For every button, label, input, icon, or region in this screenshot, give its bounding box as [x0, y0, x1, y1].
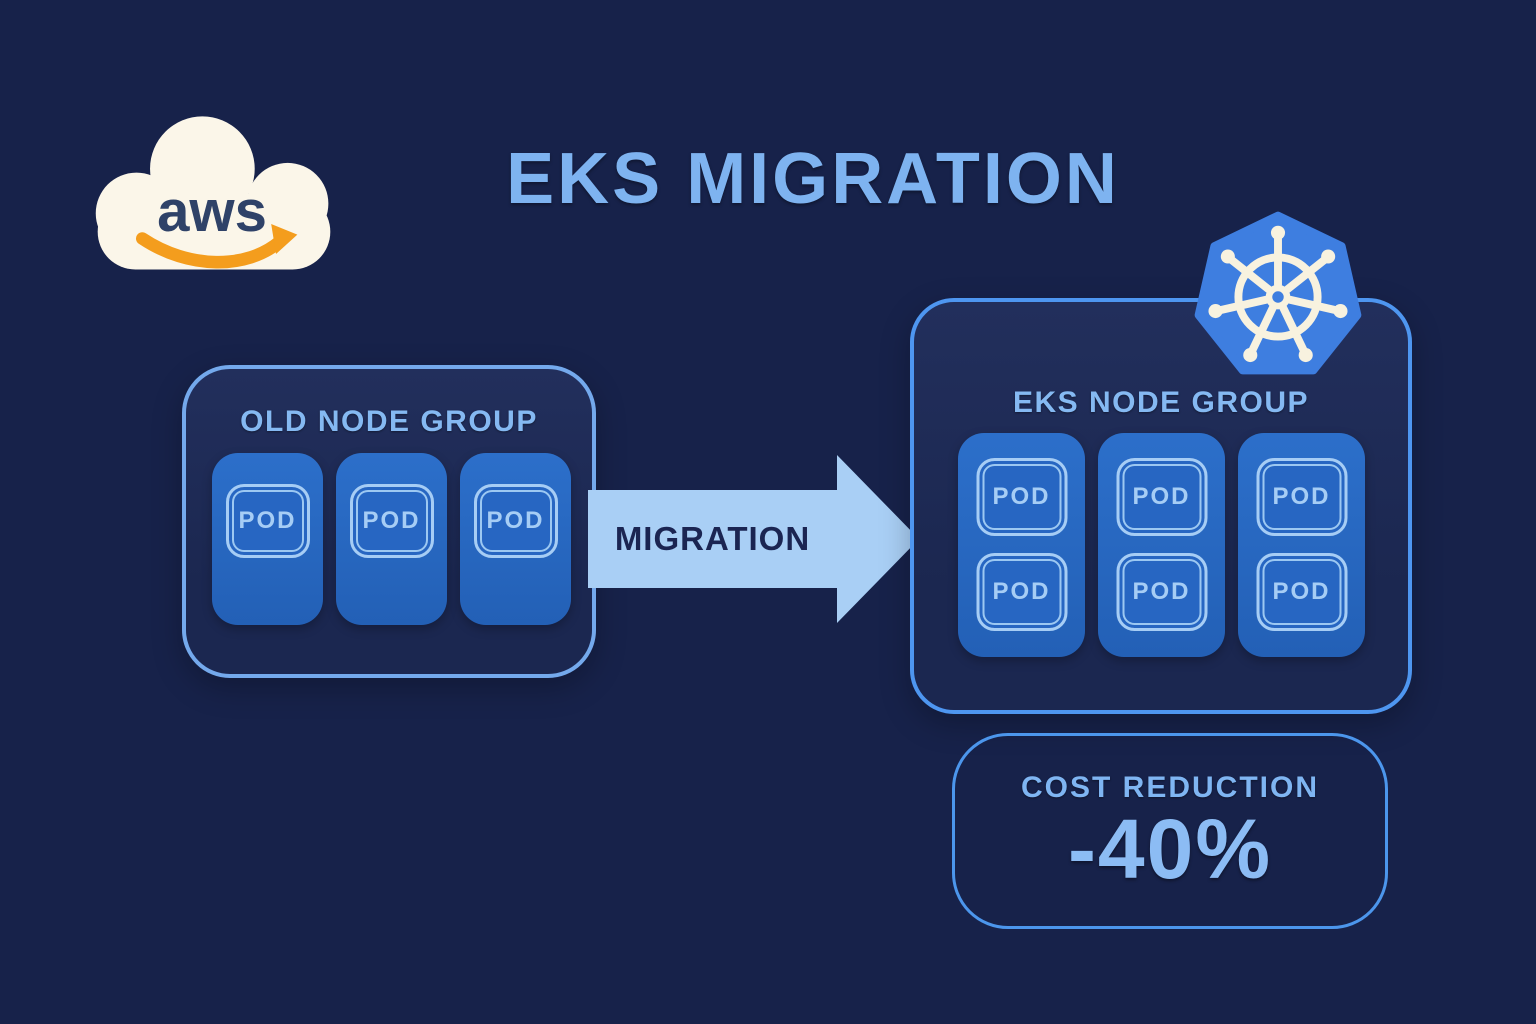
eks-node-group-box: EKS NODE GROUP POD POD POD POD POD POD [910, 298, 1412, 714]
eks-node-1: POD POD [958, 433, 1085, 657]
pod-badge: POD [349, 484, 434, 558]
pod-badge: POD [1116, 553, 1207, 631]
pod-badge: POD [976, 553, 1067, 631]
old-node-3: POD [460, 453, 571, 625]
aws-cloud-icon: aws [95, 116, 331, 270]
kubernetes-helm-icon [1194, 211, 1362, 375]
cost-reduction-badge: COST REDUCTION -40% [952, 733, 1388, 929]
pod-badge: POD [976, 458, 1067, 536]
eks-node-3: POD POD [1238, 433, 1365, 657]
eks-node-2: POD POD [1098, 433, 1225, 657]
pod-badge: POD [1256, 458, 1347, 536]
kubernetes-logo [1190, 209, 1366, 385]
old-node-row: POD POD POD [212, 453, 571, 625]
aws-smile-icon [135, 232, 287, 269]
cost-reduction-value: -40% [1067, 802, 1273, 896]
old-node-group-title: OLD NODE GROUP [240, 405, 538, 438]
migration-arrow: MIGRATION [588, 453, 921, 625]
page-title: EKS MIGRATION [506, 139, 1120, 219]
aws-smile-arrowhead-icon [271, 223, 298, 255]
pod-badge: POD [225, 484, 310, 558]
eks-node-row: POD POD POD POD POD POD [958, 433, 1365, 657]
pod-badge: POD [1116, 458, 1207, 536]
pod-badge: POD [1256, 553, 1347, 631]
migration-arrow-label: MIGRATION [614, 520, 811, 557]
old-node-1: POD [212, 453, 323, 625]
right-arrow-icon [588, 455, 919, 623]
eks-node-group-title: EKS NODE GROUP [1012, 386, 1310, 419]
pod-badge: POD [473, 484, 558, 558]
old-node-2: POD [336, 453, 447, 625]
cost-reduction-title: COST REDUCTION [1021, 771, 1319, 804]
aws-cloud-logo: aws [88, 103, 340, 281]
aws-wordmark: aws [157, 179, 267, 244]
old-node-group-box: OLD NODE GROUP POD POD POD [182, 365, 596, 678]
